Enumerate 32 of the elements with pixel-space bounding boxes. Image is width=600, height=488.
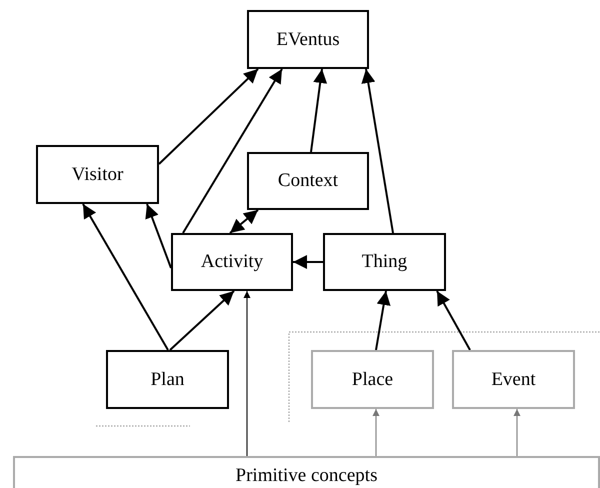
concept-label: Event xyxy=(491,368,536,390)
arrow xyxy=(310,68,328,152)
arrow xyxy=(361,68,394,234)
arrow xyxy=(169,290,235,351)
arrow xyxy=(436,290,471,350)
arrow xyxy=(244,290,250,456)
concept-label: Activity xyxy=(200,251,264,273)
concept-label: Place xyxy=(352,368,394,390)
arrow xyxy=(229,209,259,234)
concept-label: Plan xyxy=(150,368,184,390)
concept-box xyxy=(13,456,600,488)
concept-label: Primitive concepts xyxy=(236,465,378,487)
concept-box xyxy=(452,350,575,409)
arrow xyxy=(514,408,520,456)
arrow xyxy=(82,204,169,350)
arrow xyxy=(293,255,323,269)
concept-label: EVentus xyxy=(276,28,340,50)
arrow xyxy=(372,408,380,456)
concept-box xyxy=(36,145,159,204)
concept-box xyxy=(323,233,446,291)
concept-box xyxy=(106,350,229,409)
concept-box xyxy=(247,152,369,210)
arrow xyxy=(145,204,172,268)
arrow xyxy=(158,68,259,165)
concept-box xyxy=(247,10,369,69)
arrow xyxy=(182,68,283,234)
concept-label: Visitor xyxy=(72,164,124,186)
concept-label: Context xyxy=(278,170,338,192)
concept-label: Thing xyxy=(362,251,408,273)
concept-box xyxy=(171,233,293,291)
arrow xyxy=(375,290,391,350)
concept-box xyxy=(311,350,434,409)
